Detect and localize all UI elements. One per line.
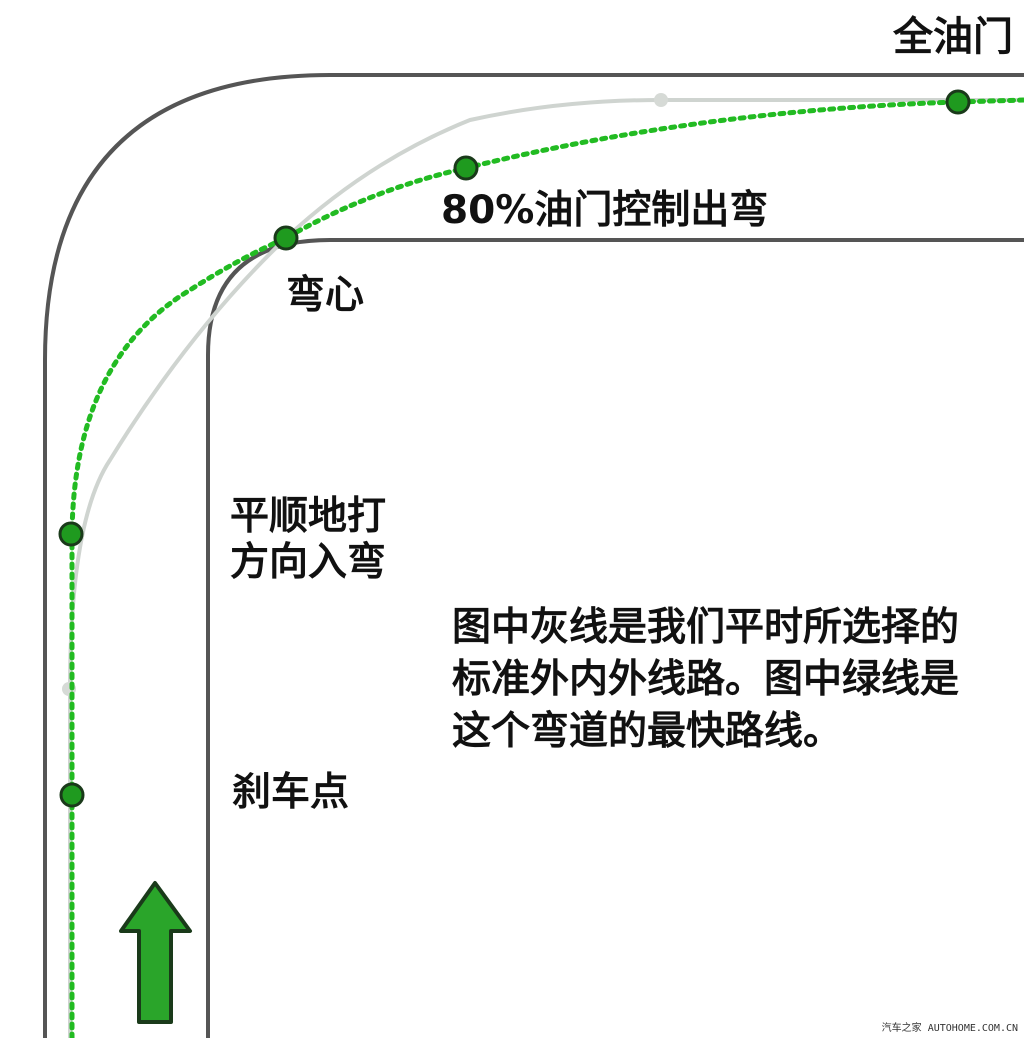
- description-line2: 标准外内外线路。图中绿线是: [452, 657, 960, 702]
- gray-dot-straight: [654, 93, 668, 107]
- turn-in-label-line2: 方向入弯: [230, 540, 387, 585]
- full-throttle-label: 全油门: [893, 14, 1013, 60]
- green-dot-apex: [273, 225, 299, 251]
- green-dot-turn-in: [58, 521, 84, 547]
- exit-throttle-label: 80%油门控制出弯: [441, 188, 769, 233]
- turn-in-label-line1: 平顺地打: [230, 494, 387, 539]
- turn-in-label: 平顺地打 方向入弯: [230, 494, 386, 586]
- apex-label: 弯心: [286, 273, 365, 318]
- inner-track-edge: [206, 238, 1024, 1038]
- description-line1: 图中灰线是我们平时所选择的: [452, 605, 960, 650]
- outer-track-edge: [43, 73, 1024, 1038]
- description-text: 图中灰线是我们平时所选择的 标准外内外线路。图中绿线是 这个弯道的最快路线。: [452, 602, 959, 758]
- direction-arrow-icon: [119, 881, 192, 1024]
- green-fastest-line: [69, 97, 1024, 1038]
- description-line3: 这个弯道的最快路线。: [452, 709, 843, 754]
- brake-point-label: 刹车点: [232, 770, 350, 815]
- green-dot-brake-point: [59, 782, 85, 808]
- green-dot-exit: [453, 155, 479, 181]
- green-dot-full-throttle: [945, 89, 971, 115]
- gray-standard-line: [68, 98, 1024, 1038]
- watermark: 汽车之家 AUTOHOME.COM.CN: [881, 1023, 1018, 1034]
